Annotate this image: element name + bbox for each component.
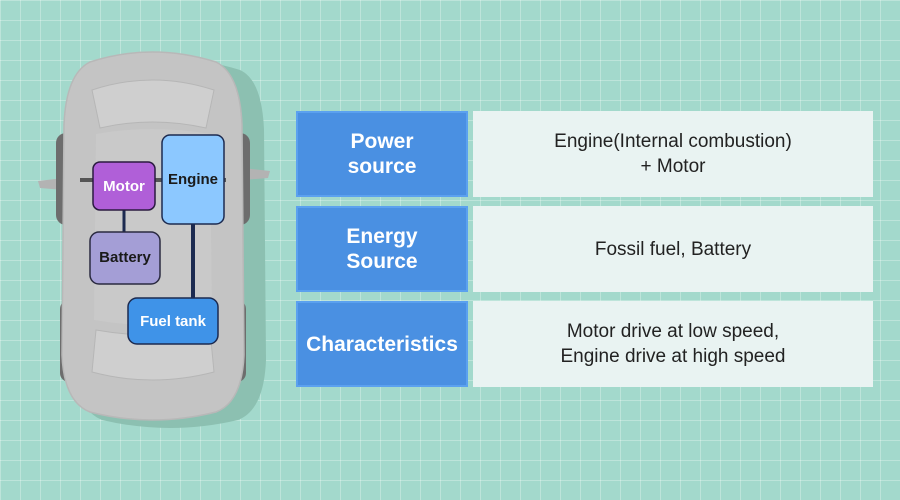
row-value-characteristics: Motor drive at low speed, Engine drive a… (473, 301, 873, 387)
comparison-table: Power source Engine(Internal combustion)… (296, 111, 873, 387)
windshield (91, 79, 215, 129)
table-row: Energy Source Fossil fuel, Battery (296, 206, 873, 292)
battery-label: Battery (99, 249, 151, 266)
fuel-tank-label: Fuel tank (140, 313, 207, 330)
fuel-tank-block (127, 297, 219, 345)
row-header-power-source: Power source (296, 111, 468, 197)
engine-label: Engine (168, 171, 218, 188)
row-header-energy-source: Energy Source (296, 206, 468, 292)
row-value-energy-source: Fossil fuel, Battery (473, 206, 873, 292)
row-value-power-source: Engine(Internal combustion) + Motor (473, 111, 873, 197)
car-top-view-diagram: Engine Motor Battery Fuel tank (38, 51, 270, 428)
engine-block (161, 134, 225, 225)
battery-block (89, 231, 161, 285)
motor-label: Motor (103, 178, 145, 195)
motor-block (92, 161, 156, 211)
table-row: Power source Engine(Internal combustion)… (296, 111, 873, 197)
table-row: Characteristics Motor drive at low speed… (296, 301, 873, 387)
row-header-characteristics: Characteristics (296, 301, 468, 387)
